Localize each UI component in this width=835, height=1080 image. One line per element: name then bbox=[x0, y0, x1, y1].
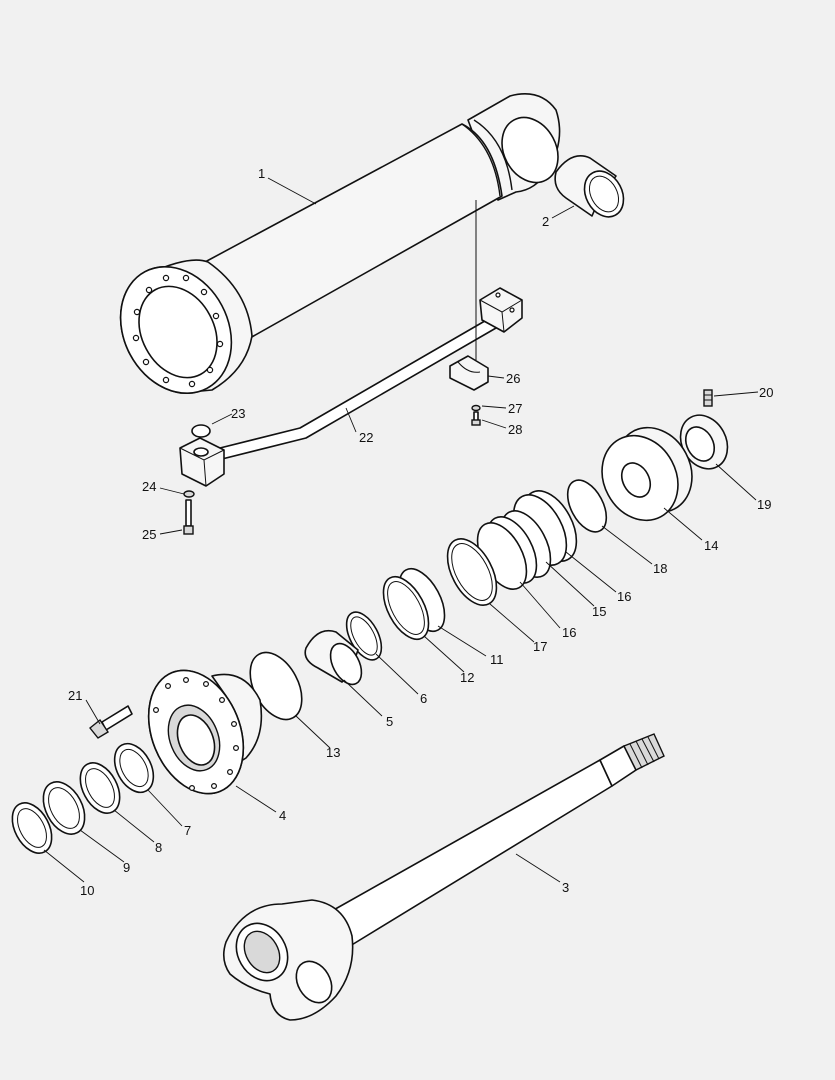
part-9-ring bbox=[42, 781, 86, 835]
callout-labels: 1 2 3 4 5 6 7 8 9 10 11 12 13 14 15 16 1… bbox=[68, 166, 773, 898]
callout-28: 28 bbox=[508, 422, 522, 437]
part-24-washer bbox=[183, 490, 195, 498]
callout-27: 27 bbox=[508, 401, 522, 416]
part-8-ring bbox=[79, 762, 121, 814]
callout-5: 5 bbox=[386, 714, 393, 729]
callout-26: 26 bbox=[506, 371, 520, 386]
part-19-lock-nut bbox=[679, 414, 729, 470]
part-5-bushing bbox=[304, 629, 363, 686]
callout-16a: 16 bbox=[617, 589, 631, 604]
part-26-clamp bbox=[449, 355, 489, 391]
callout-10: 10 bbox=[80, 883, 94, 898]
part-12-ring bbox=[382, 576, 430, 640]
callout-7: 7 bbox=[184, 823, 191, 838]
part-25-bolt bbox=[183, 499, 194, 535]
callout-1: 1 bbox=[258, 166, 265, 181]
head-bolt-holes bbox=[153, 676, 240, 791]
callout-11: 11 bbox=[490, 652, 504, 667]
callout-18: 18 bbox=[653, 561, 667, 576]
callout-25: 25 bbox=[142, 527, 156, 542]
part-4-cylinder-head bbox=[147, 669, 263, 795]
part-17-ring bbox=[446, 538, 498, 606]
callout-20: 20 bbox=[759, 385, 773, 400]
part-2-bushing bbox=[554, 155, 625, 218]
part-7-ring bbox=[113, 742, 155, 794]
part-22-pipe-assembly bbox=[179, 287, 523, 487]
callout-19: 19 bbox=[757, 497, 771, 512]
callout-24: 24 bbox=[142, 479, 156, 494]
part-27-washer bbox=[471, 404, 481, 412]
callout-23: 23 bbox=[231, 406, 245, 421]
callout-8: 8 bbox=[155, 840, 162, 855]
callout-9: 9 bbox=[123, 860, 130, 875]
part-20-set-screw bbox=[703, 389, 713, 407]
part-21-bolt bbox=[89, 705, 133, 739]
callout-17: 17 bbox=[533, 639, 547, 654]
callout-4: 4 bbox=[279, 808, 286, 823]
part-23-o-ring bbox=[191, 424, 211, 438]
leader-lines bbox=[43, 177, 759, 883]
callout-21: 21 bbox=[68, 688, 82, 703]
callout-12: 12 bbox=[460, 670, 474, 685]
part-28-bolt bbox=[471, 411, 481, 426]
part-10-ring bbox=[11, 802, 53, 854]
callout-22: 22 bbox=[359, 430, 373, 445]
callout-15: 15 bbox=[592, 604, 606, 619]
callout-13: 13 bbox=[326, 745, 340, 760]
flange-bolt-holes bbox=[132, 274, 224, 388]
callout-2: 2 bbox=[542, 214, 549, 229]
callout-3: 3 bbox=[562, 880, 569, 895]
callout-6: 6 bbox=[420, 691, 427, 706]
part-1-cylinder-barrel bbox=[119, 93, 561, 394]
callout-16b: 16 bbox=[562, 625, 576, 640]
part-3-piston-rod bbox=[222, 733, 665, 1021]
part-18-ring bbox=[566, 479, 608, 533]
callout-14: 14 bbox=[704, 538, 718, 553]
part-14-piston bbox=[601, 426, 693, 522]
